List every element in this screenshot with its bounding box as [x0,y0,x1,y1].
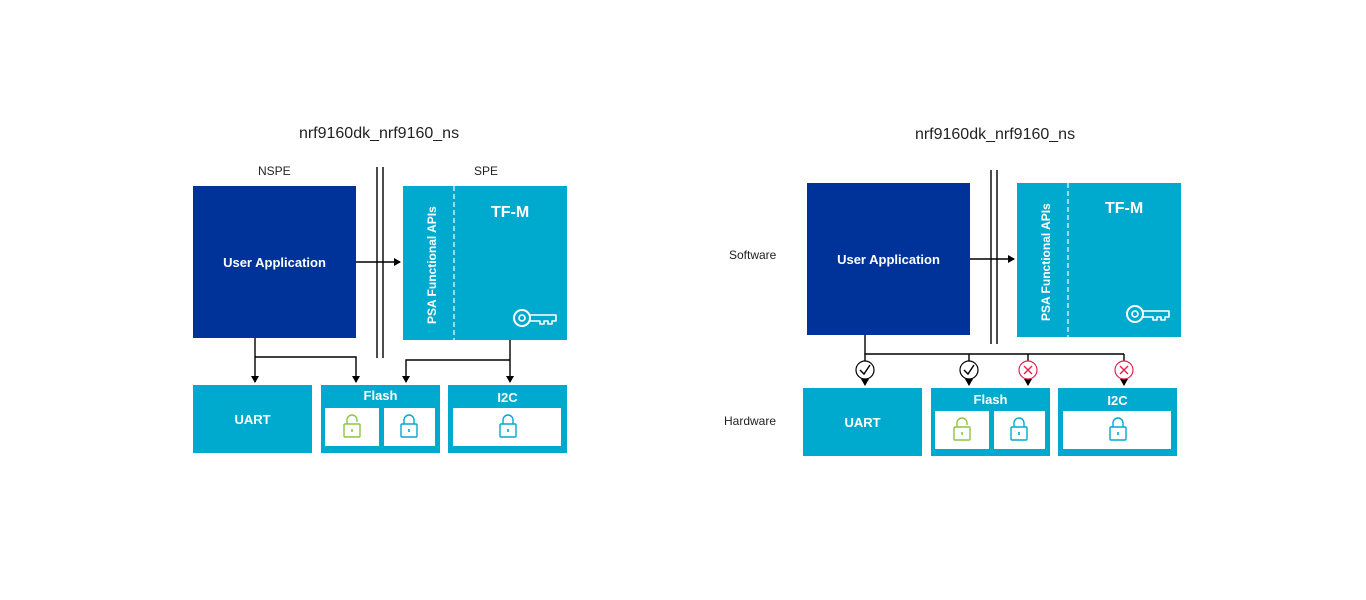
right-bus-line [864,335,1124,355]
right-flash-nonsecure-check-icon [959,360,979,380]
right-i2c-block: I2C [1058,388,1177,456]
left-i2c-lock-icon [499,414,517,438]
right-flash-secure-cross-icon [1018,360,1038,380]
left-key-icon [513,309,557,327]
left-diagram-title: nrf9160dk_nrf9160_ns [298,125,460,142]
left-user-application-block: User Application [193,186,356,338]
right-flash-label: Flash [973,392,1008,407]
right-diagram-title: nrf9160dk_nrf9160_ns [914,126,1076,143]
right-i2c-lock-icon [1109,417,1127,441]
right-user-application-block: User Application [807,183,970,335]
left-flash-lock-icon [400,414,418,438]
left-user-application-label: User Application [223,254,326,270]
right-key-icon [1126,305,1170,323]
right-uart-block: UART [803,388,922,456]
left-i2c-block: I2C [448,385,567,453]
left-tfm-to-flash-arrow [402,359,510,383]
right-user-application-label: User Application [837,251,940,267]
right-i2c-secure-region [1063,411,1171,449]
right-flash-lock-icon [1010,417,1028,441]
left-i2c-label: I2C [497,390,518,405]
left-i2c-secure-region [453,408,561,446]
right-tfm-label: TF-M [1105,200,1144,217]
right-flash-block: Flash [931,388,1050,456]
hardware-label: Hardware [724,414,777,428]
right-i2c-cross-icon [1114,360,1134,380]
right-flash-unlock-icon [953,417,971,441]
left-app-to-flash-arrow [255,356,360,383]
right-i2c-label: I2C [1107,393,1128,408]
left-uart-block: UART [193,385,312,453]
spe-label: SPE [474,164,499,178]
nspe-label: NSPE [258,164,291,178]
left-flash-block: Flash [321,385,440,453]
left-flash-unlock-icon [343,414,361,438]
right-uart-label: UART [844,414,881,430]
software-label: Software [729,248,777,262]
left-uart-label: UART [234,411,271,427]
right-uart-check-icon [855,360,875,380]
left-flash-label: Flash [363,388,398,403]
left-tfm-label: TF-M [491,204,530,221]
